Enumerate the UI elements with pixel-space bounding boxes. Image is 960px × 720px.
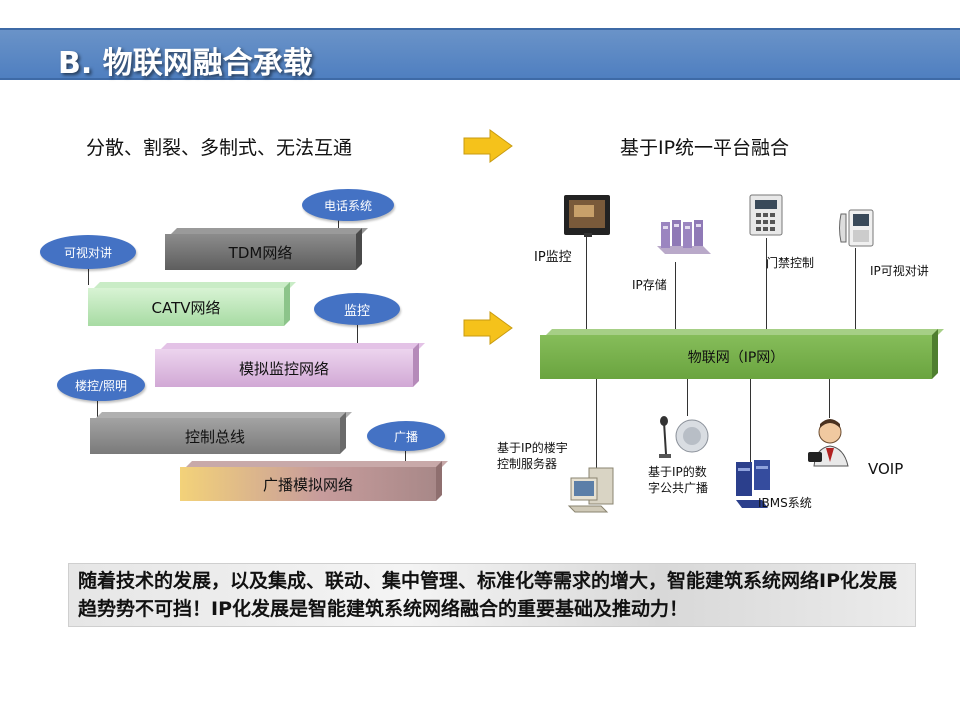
server-label: 基于IP的楼宇 控制服务器 xyxy=(497,440,568,472)
storage-array-icon xyxy=(657,220,711,254)
ip-storage-label: IP存储 xyxy=(632,278,667,292)
connector-line xyxy=(338,219,339,235)
connector-line xyxy=(829,378,830,418)
iot-network-label: 物联网（IP网） xyxy=(540,335,932,379)
pa-label-line2: 字公共广播 xyxy=(648,481,709,495)
arrow-right-icon xyxy=(463,129,513,163)
public-address-label: 基于IP的数 字公共广播 xyxy=(648,464,708,496)
ip-intercom-label: IP可视对讲 xyxy=(870,264,929,278)
connector-line xyxy=(855,248,856,332)
right-heading: 基于IP统一平台融合 xyxy=(620,137,790,159)
tag-phone-system: 电话系统 xyxy=(302,189,394,221)
analog-monitor-network-bar: 模拟监控网络 xyxy=(155,343,425,387)
page-title: B. 物联网融合承载 xyxy=(58,46,313,81)
connector-line xyxy=(750,378,751,466)
server-label-line1: 基于IP的楼宇 xyxy=(497,441,568,455)
server-label-line2: 控制服务器 xyxy=(497,457,558,471)
connector-line xyxy=(596,378,597,476)
tag-monitor: 监控 xyxy=(314,293,400,325)
tag-building-control: 楼控/照明 xyxy=(57,369,145,401)
iot-network-bar: 物联网（IP网） xyxy=(540,329,944,379)
speaker-microphone-icon xyxy=(659,416,709,458)
catv-network-bar: CATV网络 xyxy=(88,282,296,326)
connector-line xyxy=(766,238,767,332)
ibms-label: IBMS系统 xyxy=(758,496,812,510)
voip-user-icon xyxy=(808,419,849,467)
analog-monitor-network-label: 模拟监控网络 xyxy=(155,349,413,387)
arrow-right-icon xyxy=(463,311,513,345)
connector-line xyxy=(675,262,676,332)
tdm-network-label: TDM网络 xyxy=(165,234,356,270)
summary-banner xyxy=(68,563,916,627)
access-control-icon xyxy=(749,194,783,236)
server-computer-icon xyxy=(567,467,614,513)
camera-monitor-icon xyxy=(564,195,610,237)
voip-label: VOIP xyxy=(868,460,904,478)
connector-line xyxy=(586,237,587,332)
tag-video-intercom: 可视对讲 xyxy=(40,235,136,269)
connector-line xyxy=(97,397,98,417)
connector-line xyxy=(687,378,688,416)
summary-text: 随着技术的发展，以及集成、联动、集中管理、标准化等需求的增大，智能建筑系统网络I… xyxy=(78,570,897,620)
catv-network-label: CATV网络 xyxy=(88,288,284,326)
pa-label-line1: 基于IP的数 xyxy=(648,465,707,479)
control-bus-bar: 控制总线 xyxy=(90,412,352,454)
broadcast-network-label: 广播模拟网络 xyxy=(180,467,436,501)
video-intercom-icon xyxy=(839,209,874,247)
ip-monitor-label: IP监控 xyxy=(534,250,572,265)
tdm-network-bar: TDM网络 xyxy=(165,228,368,270)
connector-line xyxy=(88,265,89,285)
ibms-server-icon xyxy=(736,460,770,508)
broadcast-network-bar: 广播模拟网络 xyxy=(180,461,448,501)
left-heading: 分散、割裂、多制式、无法互通 xyxy=(86,137,353,159)
title-banner xyxy=(0,28,960,80)
connector-line xyxy=(405,448,406,466)
access-control-label: 门禁控制 xyxy=(766,256,815,270)
control-bus-label: 控制总线 xyxy=(90,418,340,454)
tag-broadcast: 广播 xyxy=(367,421,445,451)
connector-line xyxy=(357,320,358,346)
